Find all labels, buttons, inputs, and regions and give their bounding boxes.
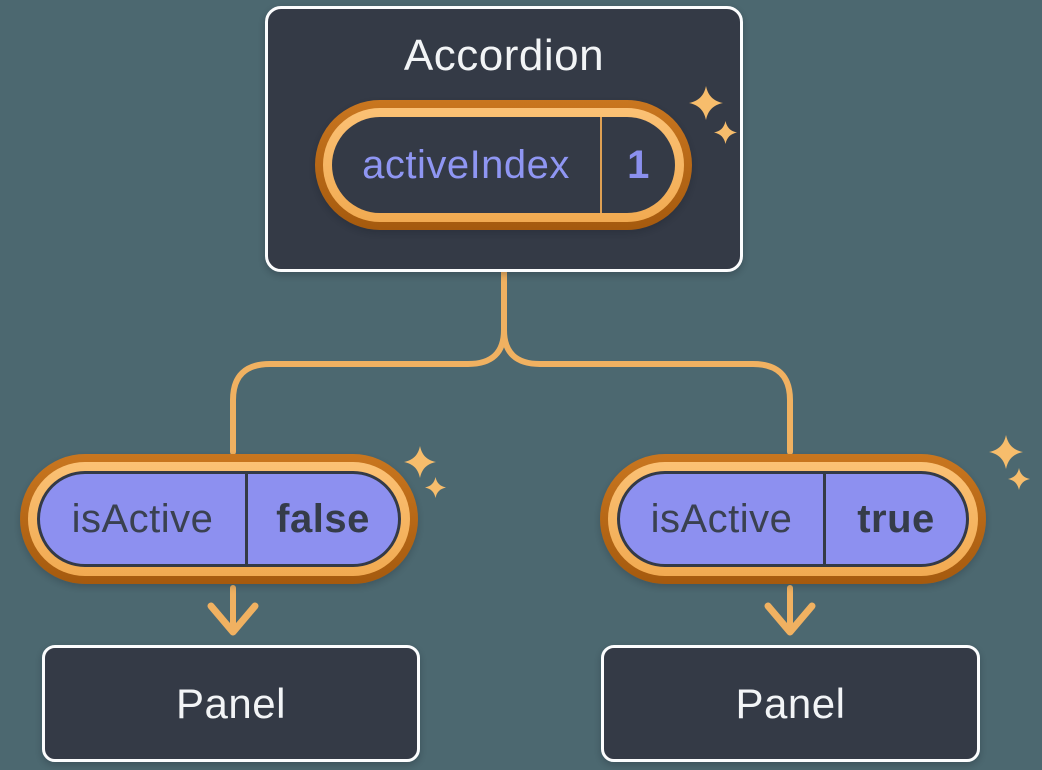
- prop-pill-left-label: isActive: [71, 496, 214, 541]
- prop-pill-right: isActive true: [600, 454, 986, 584]
- prop-pill-right-label: isActive: [650, 496, 793, 541]
- prop-pill-left-value: false: [276, 496, 370, 541]
- panel-node-right: Panel: [601, 645, 980, 762]
- pill-divider: [600, 117, 602, 213]
- panel-left-label: Panel: [176, 679, 286, 727]
- state-pill-ring: activeIndex 1: [323, 108, 684, 222]
- state-pill-label: activeIndex: [362, 142, 570, 187]
- panel-node-left: Panel: [42, 645, 420, 762]
- prop-pill-right-value: true: [857, 496, 935, 541]
- sparkle-small-icon: [425, 477, 446, 498]
- connector-branch-left: [230, 327, 507, 455]
- state-pill-value: 1: [627, 142, 650, 187]
- arrow-left-head-icon: [207, 602, 259, 636]
- panel-right-label: Panel: [735, 679, 846, 727]
- sparkle-large-icon: [689, 86, 723, 120]
- accordion-title: Accordion: [403, 31, 605, 80]
- sparkle-large-icon: [404, 446, 436, 478]
- connector-branch-right: [501, 327, 793, 455]
- state-pill: activeIndex 1: [315, 100, 692, 230]
- pill-divider: [245, 474, 248, 564]
- prop-pill-left: isActive false: [20, 454, 418, 584]
- arrow-right-head-icon: [764, 602, 816, 636]
- pill-divider: [823, 474, 826, 564]
- sparkle-small-icon: [714, 121, 737, 144]
- sparkle-small-icon: [1008, 468, 1030, 490]
- sparkle-large-icon: [989, 435, 1023, 469]
